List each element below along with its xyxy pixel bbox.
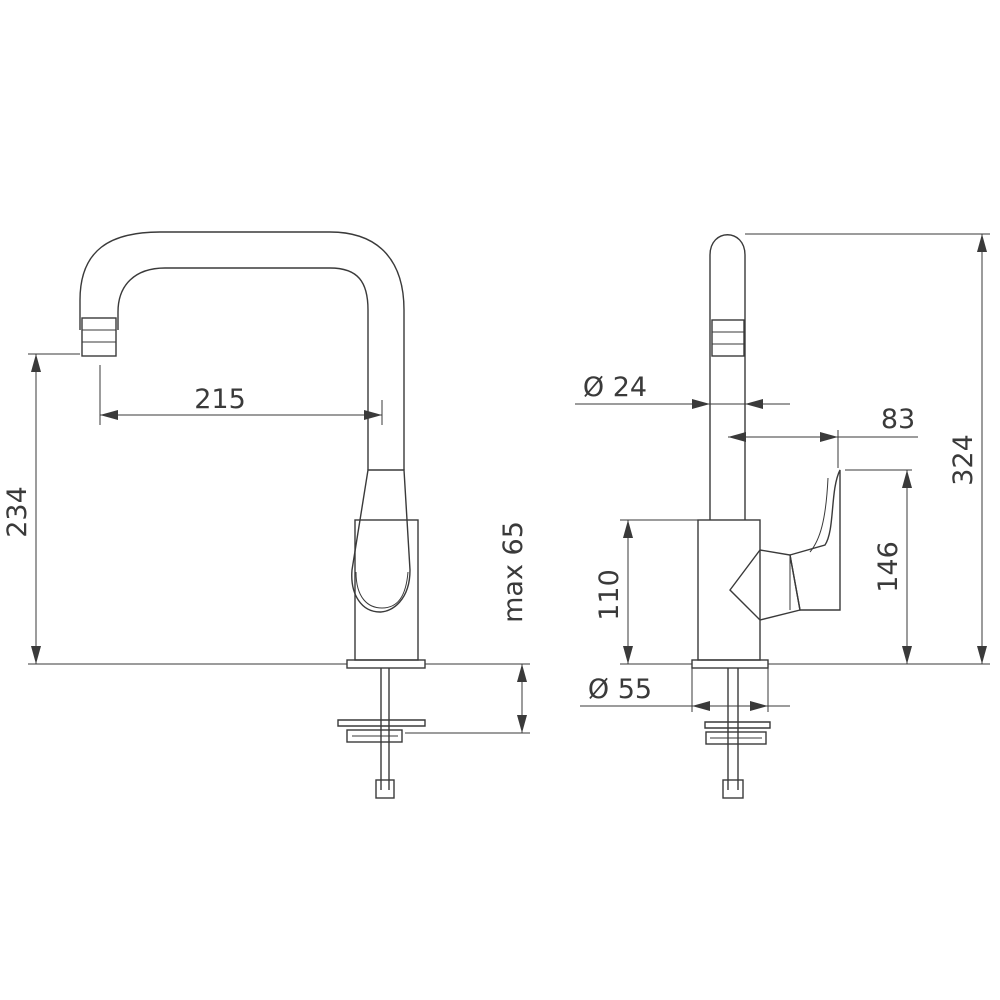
front-base-ring xyxy=(346,659,426,669)
side-nut xyxy=(705,731,767,745)
dim-spout-reach: 215 xyxy=(194,384,246,415)
dim-max-deck: max 65 xyxy=(498,521,529,623)
front-spout-outer xyxy=(79,231,405,470)
side-washer xyxy=(704,721,771,729)
dim-total-height: 324 xyxy=(948,434,979,486)
side-view: Ø 24 83 324 146 110 Ø 55 xyxy=(575,233,990,799)
front-spout-inner xyxy=(117,267,369,470)
front-lever xyxy=(351,469,411,613)
side-base-ring xyxy=(691,659,769,669)
dim-diameter-body: Ø 24 xyxy=(583,372,647,403)
front-washer xyxy=(337,719,426,727)
dim-front-height: 234 xyxy=(2,486,33,538)
dim-handle-height: 146 xyxy=(873,541,904,593)
dim-base-diameter: Ø 55 xyxy=(588,674,652,705)
front-view: 215 234 max 65 xyxy=(2,231,530,799)
side-body xyxy=(697,519,761,661)
side-lever xyxy=(789,469,841,611)
front-nut xyxy=(346,729,403,743)
side-spout xyxy=(709,234,746,520)
front-aerator xyxy=(81,317,117,357)
dim-body-height: 110 xyxy=(594,569,625,621)
side-aerator xyxy=(711,319,745,357)
dim-handle-reach: 83 xyxy=(881,404,915,435)
